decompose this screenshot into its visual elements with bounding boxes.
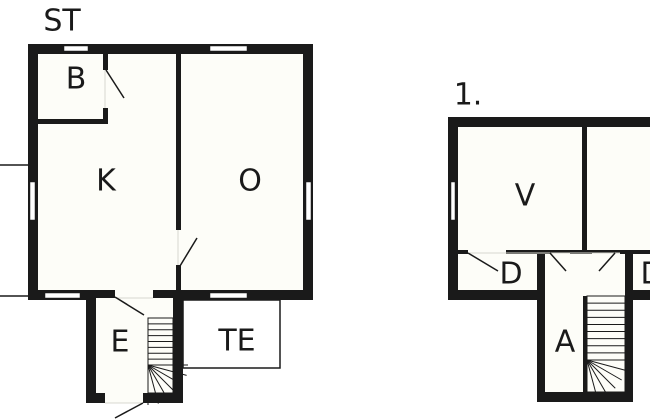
- wall: [628, 250, 633, 300]
- room-label: E: [111, 325, 130, 360]
- ground-floor: ST B K O E: [0, 4, 313, 419]
- wall: [620, 250, 650, 254]
- stair-tread: [147, 364, 177, 394]
- room-label: O: [238, 164, 262, 199]
- wall: [583, 296, 587, 392]
- terrace: [182, 299, 281, 369]
- wall: [506, 250, 550, 254]
- window: [305, 181, 312, 221]
- stair-tread: [586, 359, 608, 395]
- stair-tread: [147, 364, 159, 404]
- wall: [633, 290, 650, 300]
- door-swing: [179, 237, 198, 267]
- wall: [176, 54, 181, 230]
- door-swing: [467, 252, 499, 272]
- room-label: A: [555, 325, 576, 360]
- wall: [458, 250, 468, 254]
- room-label: D: [499, 257, 522, 292]
- floor-label-first: 1.: [454, 78, 483, 113]
- door-swing: [598, 252, 616, 272]
- window: [44, 292, 81, 299]
- stair-tread: [147, 364, 183, 386]
- room-label: K: [96, 164, 117, 199]
- staircase: [586, 295, 627, 400]
- stair-tread: [147, 364, 169, 400]
- stair-tread: [147, 364, 187, 376]
- window: [209, 292, 248, 299]
- door-swing: [114, 402, 144, 419]
- wall: [38, 119, 108, 124]
- wall: [582, 127, 587, 253]
- room-label: D: [640, 257, 650, 292]
- window: [450, 181, 456, 221]
- room-label: TE: [217, 324, 255, 359]
- wall: [570, 250, 592, 254]
- stair-outline: [147, 317, 174, 394]
- staircase: [147, 317, 188, 405]
- stair-tread: [586, 359, 622, 381]
- room-label: B: [66, 62, 87, 97]
- stair-tread: [586, 359, 598, 399]
- wall: [103, 54, 108, 70]
- window: [29, 181, 36, 221]
- window: [63, 45, 89, 52]
- first-floor: 1. V V D D A: [448, 78, 650, 402]
- stair-tread: [586, 359, 616, 389]
- room-label: V: [515, 179, 536, 214]
- door-swing: [549, 252, 567, 272]
- door-swing: [105, 69, 125, 99]
- stair-tread: [586, 359, 626, 371]
- window: [209, 45, 248, 52]
- wall: [176, 265, 181, 290]
- floor-label-ground: ST: [43, 4, 81, 39]
- wall: [103, 108, 108, 124]
- door-swing: [114, 296, 145, 316]
